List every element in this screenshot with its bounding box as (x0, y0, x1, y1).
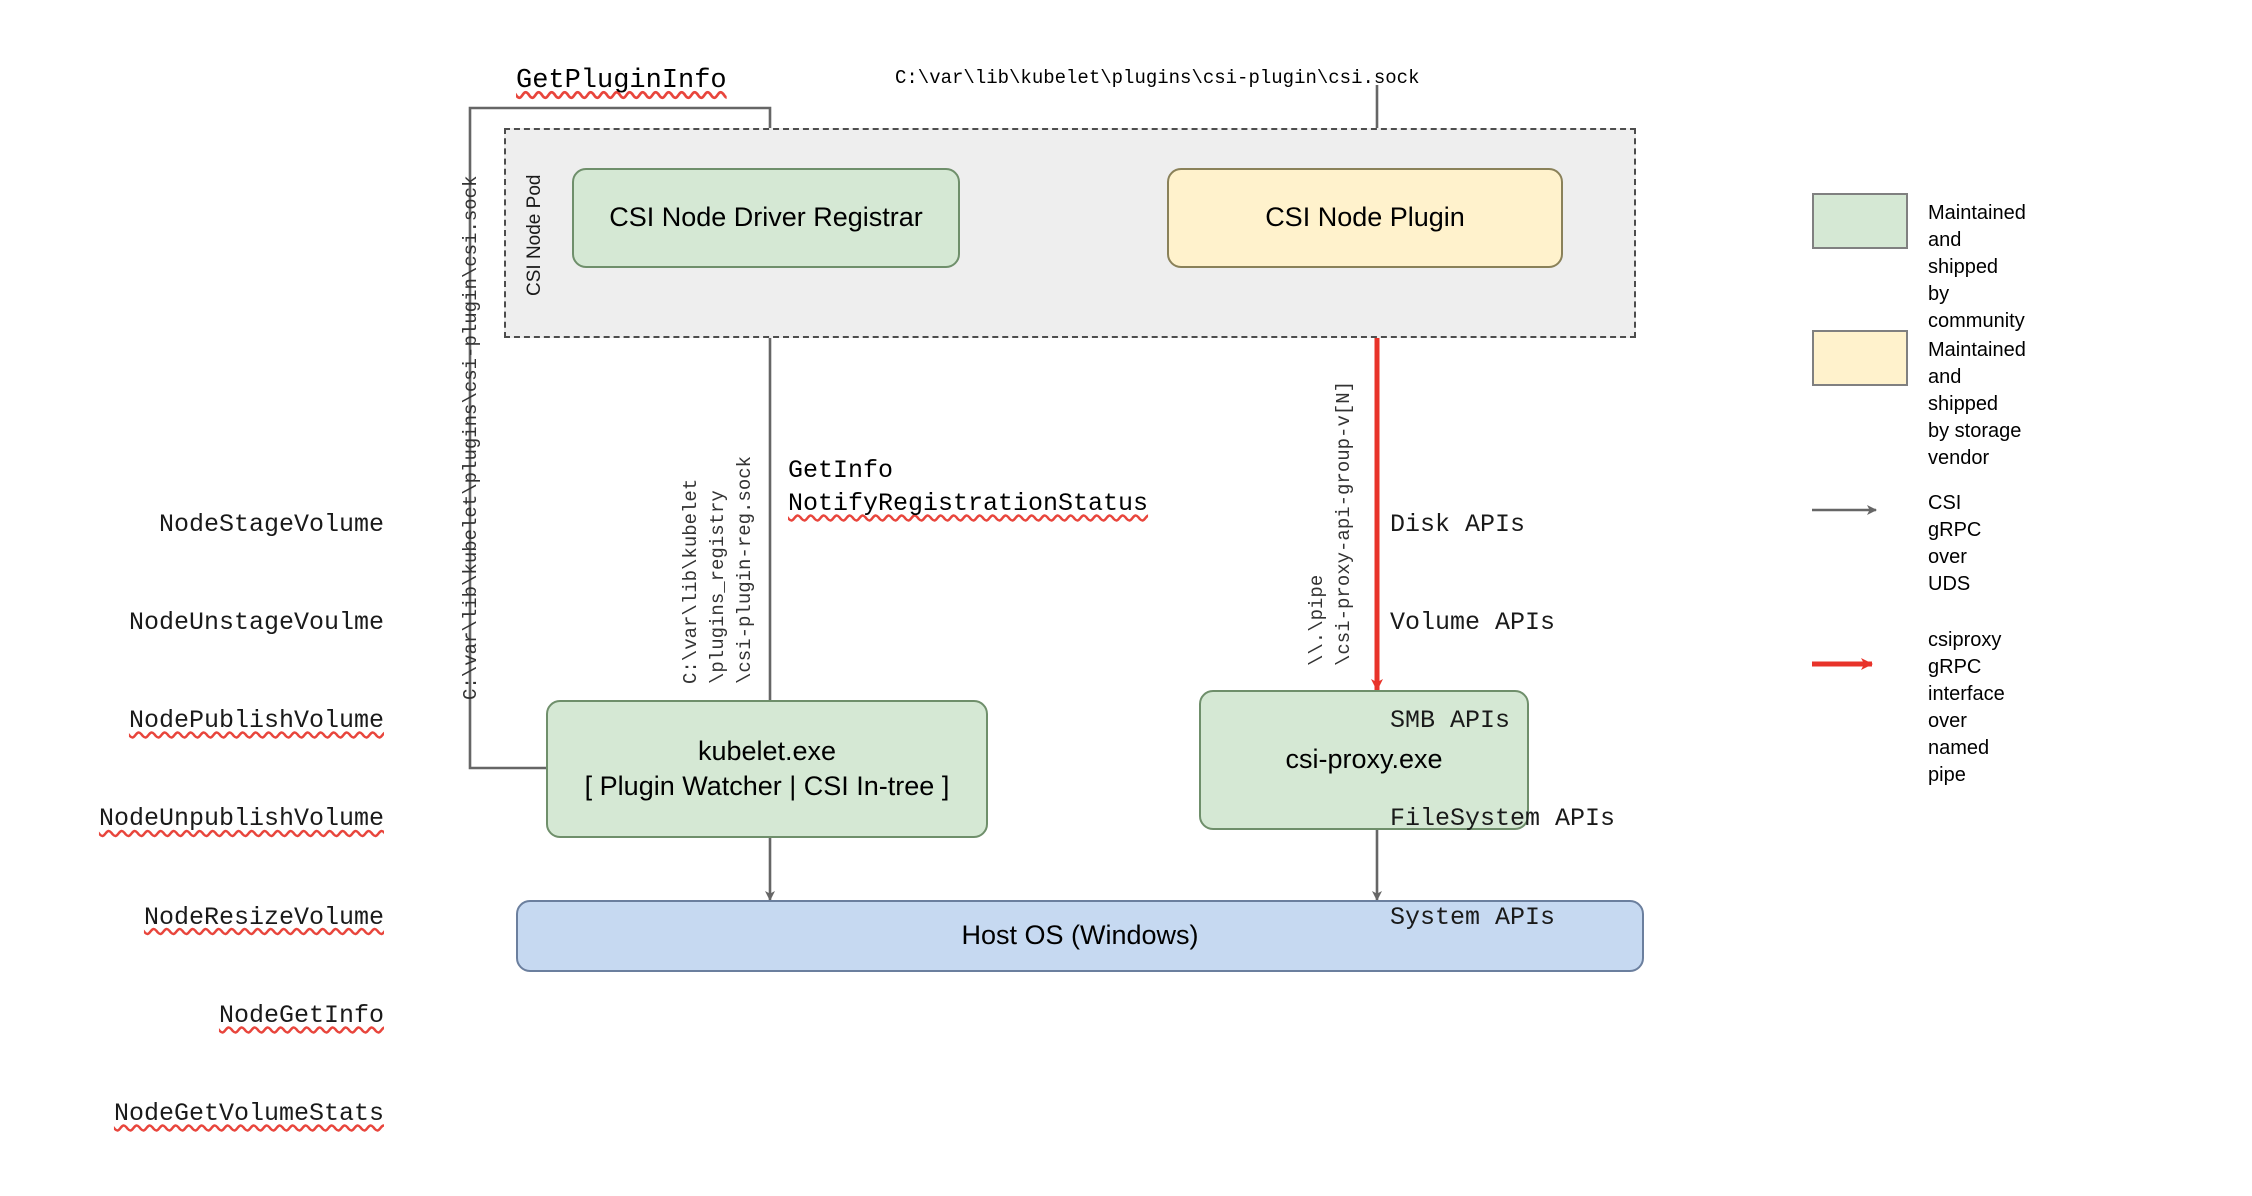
list-item: NodeUnpublishVolume (94, 803, 384, 836)
node-csi-node-plugin[interactable]: CSI Node Plugin (1167, 168, 1563, 268)
api-name: NodeGetInfo (218, 1000, 384, 1030)
legend-label-storage-vendor: Maintained and shipped by storage vendor (1928, 339, 2026, 469)
list-item: Disk APIs (1390, 509, 1615, 542)
legend-swatch-community (1812, 193, 1908, 249)
list-item: NodeResizeVolume (94, 902, 384, 935)
node-csi-node-driver-registrar-label: CSI Node Driver Registrar (609, 202, 923, 233)
list-item: SMB APIs (1390, 705, 1615, 738)
api-name: NodeStageVolume (158, 509, 384, 539)
label-get-plugin-info: GetPluginInfo (516, 66, 727, 96)
legend-swatch-storage-vendor (1812, 330, 1908, 386)
node-host-os-label: Host OS (Windows) (961, 920, 1199, 951)
api-name: NodePublishVolume (128, 706, 384, 735)
label-registry-sock-line2: \plugins_registry (707, 490, 729, 684)
csi-node-service-api-list: NodeStageVolume NodeUnstageVoulme NodePu… (94, 443, 384, 1196)
label-notify-registration-status: NotifyRegistrationStatus (788, 489, 1149, 518)
label-csi-sock-path-top: C:\var\lib\kubelet\plugins\csi-plugin\cs… (895, 67, 1420, 89)
api-group-name: Disk APIs (1390, 509, 1526, 539)
csi-node-pod-label: CSI Node Pod (524, 174, 545, 296)
legend-label-csiproxy-named-pipe: csiproxy gRPC interface over named pipe (1928, 629, 2005, 786)
api-group-name: Volume APIs (1390, 607, 1556, 637)
legend-label-community: Maintained and shipped by community (1928, 202, 2026, 332)
node-host-os[interactable]: Host OS (Windows) (516, 900, 1644, 972)
list-item: Volume APIs (1390, 607, 1615, 640)
node-csi-proxy-exe[interactable]: csi-proxy.exe (1199, 690, 1529, 830)
node-kubelet-exe-subtitle: [ Plugin Watcher | CSI In-tree ] (584, 771, 950, 801)
node-kubelet-exe[interactable]: kubelet.exe [ Plugin Watcher | CSI In-tr… (546, 700, 988, 838)
label-registry-sock-line3: \csi-plugin-reg.sock (734, 455, 756, 684)
node-csi-proxy-exe-label: csi-proxy.exe (1285, 744, 1443, 775)
label-pipe-line1: \\.\pipe (1306, 574, 1328, 666)
list-item: System APIs (1390, 902, 1615, 935)
label-registry-sock-line1: C:\var\lib\kubelet (680, 478, 702, 684)
list-item: NodeUnstageVoulme (94, 607, 384, 640)
label-csi-sock-path-vertical: C:\var\lib\kubelet\plugins\csi-plugin\cs… (460, 175, 482, 701)
api-name: NodeGetVolumeStats (113, 1099, 384, 1128)
node-csi-node-plugin-label: CSI Node Plugin (1265, 202, 1465, 233)
api-name: NodeUnstageVoulme (128, 607, 384, 637)
api-name: NodeUnpublishVolume (98, 804, 384, 834)
diagram-canvas: CSI Node Pod CSI Node Driver Registrar C… (99, 66, 2026, 1128)
list-item: NodeGetInfo (94, 1000, 384, 1033)
legend-label-csi-grpc-uds: CSI gRPC over UDS (1928, 492, 1982, 595)
label-pipe-line2: \csi-proxy-api-group-v[N] (1333, 380, 1355, 666)
node-csi-node-driver-registrar[interactable]: CSI Node Driver Registrar (572, 168, 960, 268)
api-group-name: SMB APIs (1390, 706, 1511, 735)
list-item: NodeGetVolumeStats (94, 1098, 384, 1131)
api-name: NodeResizeVolume (143, 902, 384, 932)
list-item: NodePublishVolume (94, 705, 384, 738)
label-get-info: GetInfo (788, 456, 894, 485)
api-group-name: FileSystem APIs (1390, 804, 1616, 834)
csi-proxy-api-group-list: Disk APIs Volume APIs SMB APIs FileSyste… (1390, 443, 1615, 1000)
node-kubelet-exe-label: kubelet.exe (697, 735, 837, 766)
list-item: NodeStageVolume (94, 509, 384, 542)
api-group-name: System APIs (1390, 902, 1556, 932)
list-item: FileSystem APIs (1390, 803, 1615, 836)
